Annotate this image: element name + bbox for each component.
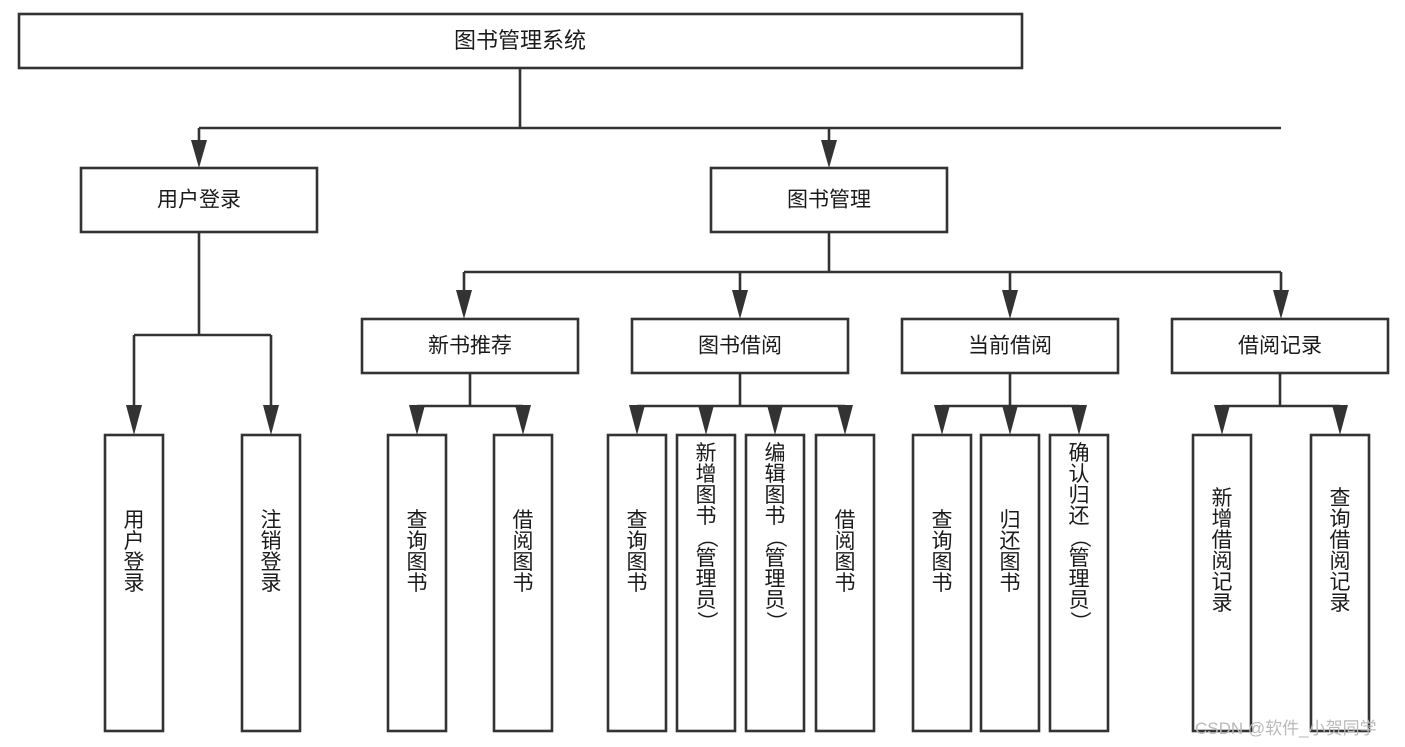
leaf-box-borrow-borrow-book[interactable] <box>814 433 876 733</box>
node-book-borrow[interactable]: 图书借阅 <box>630 317 850 375</box>
leaf-box-recommend-borrow-book[interactable] <box>492 433 554 733</box>
leaf-box-borrow-edit-book[interactable] <box>744 433 806 733</box>
node-current-borrow-label: 当前借阅 <box>968 335 1052 358</box>
node-new-book-recommend[interactable]: 新书推荐 <box>360 317 580 375</box>
connector-new-book-recommend-to-leaves <box>409 373 531 435</box>
node-root-label: 图书管理系统 <box>454 28 586 53</box>
node-user-login-label: 用户登录 <box>157 189 241 212</box>
node-new-book-recommend-label: 新书推荐 <box>428 335 512 358</box>
node-borrow-record-label: 借阅记录 <box>1238 335 1322 358</box>
node-current-borrow[interactable]: 当前借阅 <box>900 317 1120 375</box>
node-new-book-recommend-box[interactable] <box>360 317 580 375</box>
connector-current-borrow-to-leaves <box>934 373 1087 435</box>
leaf-box-record-query-record[interactable] <box>1309 433 1371 733</box>
leaf-box-user-login-logout[interactable] <box>240 433 302 733</box>
node-book-management-label: 图书管理 <box>787 189 871 212</box>
node-root[interactable]: 图书管理系统 <box>17 12 1024 70</box>
leaf-box-borrow-query-book[interactable] <box>606 433 668 733</box>
node-borrow-record[interactable]: 借阅记录 <box>1170 317 1390 375</box>
node-user-login-box[interactable] <box>79 166 319 234</box>
leaf-box-record-add-record[interactable] <box>1191 433 1253 733</box>
node-current-borrow-box[interactable] <box>900 317 1120 375</box>
csdn-watermark: CSDN @软件_小贺同学 <box>1195 719 1377 738</box>
leaf-box-user-login-login[interactable] <box>103 433 165 733</box>
node-book-borrow-label: 图书借阅 <box>698 335 782 358</box>
connector-borrow-record-to-leaves <box>1214 373 1348 435</box>
leaf-box-recommend-query-book[interactable] <box>386 433 448 733</box>
node-user-login[interactable]: 用户登录 <box>79 166 319 234</box>
connector-user-login-to-leaves <box>126 232 279 435</box>
arrow-to-user-login <box>191 140 207 168</box>
arrow-to-book-manage <box>821 140 837 168</box>
node-book-management[interactable]: 图书管理 <box>709 166 949 234</box>
node-root-box[interactable] <box>17 12 1024 70</box>
connector-book-management-to-level3 <box>456 232 1289 319</box>
connector-root-to-level2 <box>191 68 1281 168</box>
leaf-box-current-return-book[interactable] <box>979 433 1041 733</box>
leaf-box-current-confirm-return[interactable] <box>1048 433 1110 733</box>
leaf-box-borrow-add-book[interactable] <box>675 433 737 733</box>
connector-book-borrow-to-leaves <box>629 373 853 435</box>
leaf-box-current-query-book[interactable] <box>911 433 973 733</box>
